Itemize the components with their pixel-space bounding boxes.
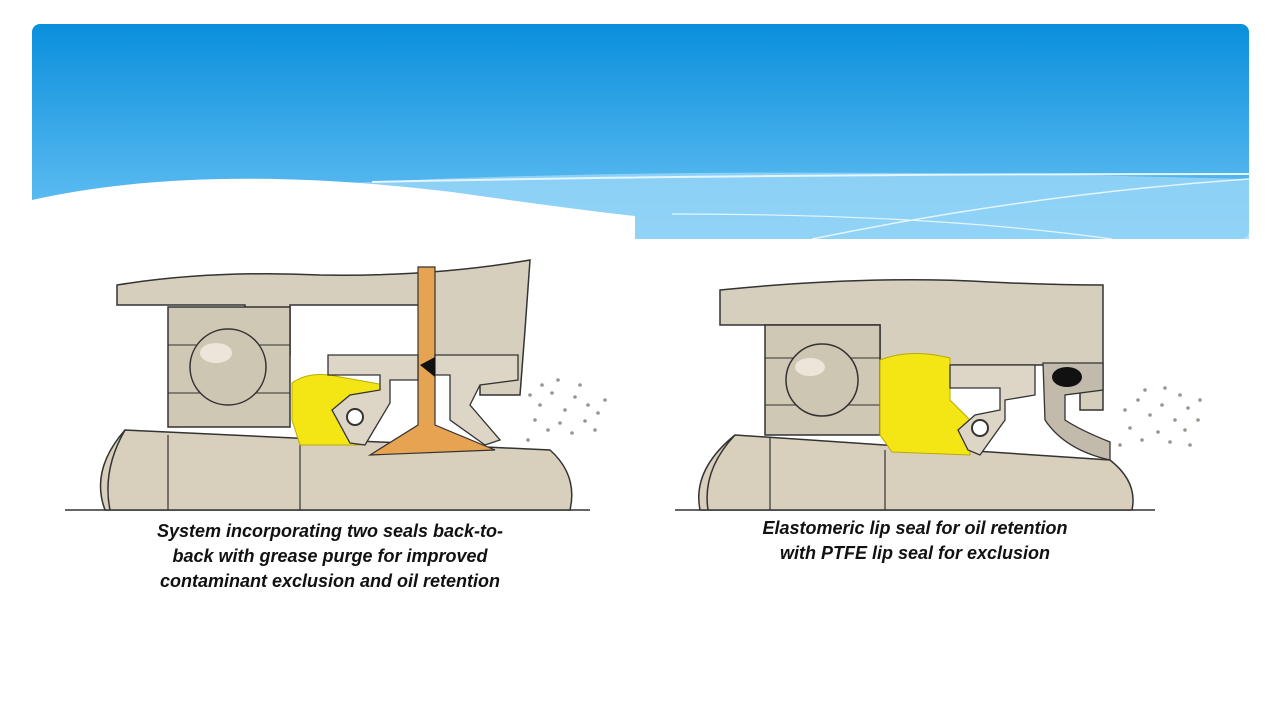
title-banner bbox=[32, 24, 1249, 239]
seal-right bbox=[434, 354, 519, 446]
elastomeric-seal bbox=[949, 364, 1036, 456]
bearing-ball-highlight bbox=[200, 343, 232, 363]
caption-elastomeric-ptfe-seal: Elastomeric lip seal for oil retention w… bbox=[762, 518, 1068, 563]
shaft-end bbox=[706, 434, 736, 511]
ptfe-seal bbox=[1042, 362, 1111, 461]
caption-back-to-back-seals: System incorporating two seals back-to- … bbox=[156, 521, 504, 591]
o-ring bbox=[1052, 367, 1082, 387]
banner-wave-line-3 bbox=[671, 213, 1113, 239]
housing bbox=[719, 279, 1104, 411]
banner-wave-line bbox=[371, 173, 1249, 183]
purge-marker bbox=[420, 357, 435, 377]
bearing-ball bbox=[785, 343, 859, 417]
shaft bbox=[698, 434, 1134, 511]
grease-fill bbox=[879, 352, 971, 456]
garter-spring bbox=[971, 419, 989, 437]
contaminant-particles bbox=[526, 378, 607, 442]
bearing-ball-highlight bbox=[795, 358, 825, 376]
banner-white-wave bbox=[32, 178, 635, 239]
garter-spring bbox=[346, 408, 364, 426]
bearing-ball bbox=[189, 328, 267, 406]
diagram-elastomeric-ptfe-seal bbox=[675, 279, 1202, 511]
diagram-back-to-back-seals bbox=[65, 259, 607, 511]
shaft-end bbox=[107, 429, 126, 511]
banner-wave-line-2 bbox=[811, 178, 1249, 239]
contaminant-particles bbox=[1118, 386, 1202, 447]
